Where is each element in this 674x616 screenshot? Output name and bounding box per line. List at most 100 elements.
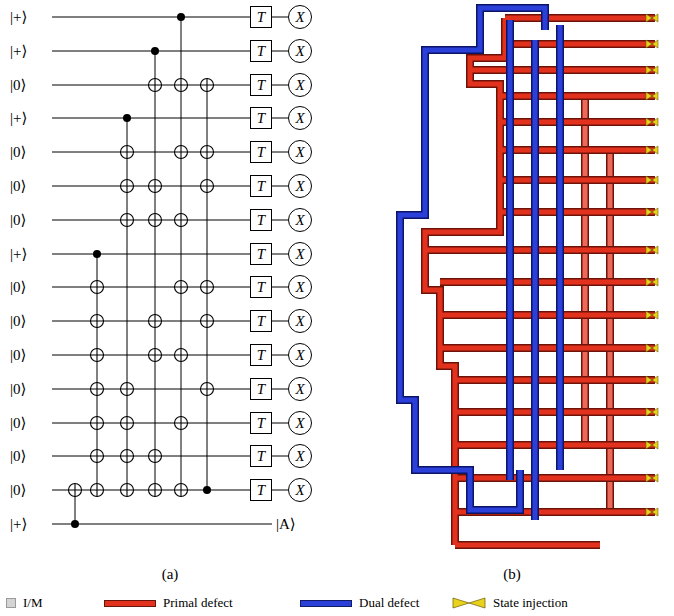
target-symbol [121, 484, 134, 497]
gate-box: T [250, 412, 272, 434]
measurement-circle: X [288, 73, 312, 97]
state-injection [646, 40, 658, 48]
state-injection [646, 66, 658, 74]
gate-label: T [257, 280, 265, 295]
measurement-circle: X [288, 5, 312, 29]
target-symbol [121, 383, 134, 396]
ket-label: |+⟩ [10, 9, 27, 25]
legend-text: State injection [493, 596, 568, 610]
wire-connector [272, 85, 288, 86]
legend-text: Primal defect [163, 596, 233, 610]
gate-label: T [257, 111, 265, 126]
ket-label-box: |0⟩ [10, 381, 26, 398]
panel-label-box: (b) [503, 566, 521, 583]
ket-label: |0⟩ [10, 144, 26, 160]
control-dot [123, 114, 131, 122]
state-injection [646, 176, 658, 184]
wire-connector [272, 220, 288, 221]
measurement-label: X [295, 10, 304, 25]
control-dot [71, 520, 79, 528]
ket-label: |0⟩ [10, 381, 26, 397]
target-symbol [91, 417, 104, 430]
state-injection [646, 508, 658, 516]
state-injection [646, 208, 658, 216]
measurement-label: X [295, 416, 304, 431]
primal-defect [425, 18, 655, 545]
gate-box: T [250, 6, 272, 28]
target-symbol [121, 450, 134, 463]
wire-connector [272, 254, 288, 255]
ket-label-box: |+⟩ [10, 43, 27, 60]
injection-symbol [452, 597, 486, 609]
ket-label: |0⟩ [10, 178, 26, 194]
state-injection [646, 344, 658, 352]
ket-label-box: |0⟩ [10, 178, 26, 195]
gate-label: T [257, 78, 265, 93]
ket-label-box: |0⟩ [10, 482, 26, 499]
ket-label: |+⟩ [10, 246, 27, 262]
measurement-circle: X [288, 343, 312, 367]
target-symbol [175, 484, 188, 497]
ket-label: |0⟩ [10, 77, 26, 93]
injection-bowtie [453, 598, 485, 608]
gate-box: T [250, 445, 272, 467]
measurement-circle: X [288, 242, 312, 266]
gate-label: T [257, 449, 265, 464]
measurement-label: X [295, 314, 304, 329]
wire-connector [272, 287, 288, 288]
wire-connector [272, 51, 288, 52]
target-symbol [201, 281, 214, 294]
ket-label-box: |+⟩ [10, 110, 27, 127]
measurement-label: X [295, 145, 304, 160]
target-symbol [91, 315, 104, 328]
target-symbol [149, 349, 162, 362]
measurement-circle: X [288, 478, 312, 502]
gate-label: T [257, 382, 265, 397]
measurement-label: X [295, 382, 304, 397]
ket-label: |A⟩ [276, 516, 296, 532]
measurement-label: X [295, 247, 304, 262]
measurement-circle: X [288, 377, 312, 401]
measurement-circle: X [288, 106, 312, 130]
primal-arms [425, 18, 655, 545]
measurement-label: X [295, 348, 304, 363]
wire-connector [272, 389, 288, 390]
ket-label-box: |0⟩ [10, 415, 26, 432]
measurement-circle: X [288, 411, 312, 435]
measurement-circle: X [288, 140, 312, 164]
state-injection [646, 278, 658, 286]
ket-label-box: |0⟩ [10, 448, 26, 465]
target-symbol [121, 180, 134, 193]
measurement-circle: X [288, 174, 312, 198]
target-symbol [121, 417, 134, 430]
target-symbol [201, 383, 214, 396]
state-injection [646, 311, 658, 319]
measurement-label: X [295, 483, 304, 498]
ket-label-box: |0⟩ [10, 313, 26, 330]
wire-connector [272, 490, 288, 491]
gate-box: T [250, 175, 272, 197]
target-symbol [149, 450, 162, 463]
ket-label-box: |A⟩ [276, 516, 296, 533]
target-symbol [91, 349, 104, 362]
measurement-circle: X [288, 208, 312, 232]
measurement-circle: X [288, 275, 312, 299]
gate-label: T [257, 44, 265, 59]
measurement-circle: X [288, 309, 312, 333]
measurement-label: X [295, 179, 304, 194]
dual-defect [400, 8, 560, 520]
panel-label: (b) [503, 566, 521, 582]
gate-label: T [257, 179, 265, 194]
ket-label: |0⟩ [10, 448, 26, 464]
target-symbol [149, 315, 162, 328]
measurement-circle: X [288, 444, 312, 468]
wire-connector [272, 152, 288, 153]
gate-label: T [257, 348, 265, 363]
legend-swatch [6, 598, 16, 608]
gate-box: T [250, 209, 272, 231]
ket-label-box: |+⟩ [10, 9, 27, 26]
state-injection [646, 246, 658, 254]
legend-swatch [104, 600, 156, 607]
target-symbol [201, 146, 214, 159]
target-symbol [149, 180, 162, 193]
